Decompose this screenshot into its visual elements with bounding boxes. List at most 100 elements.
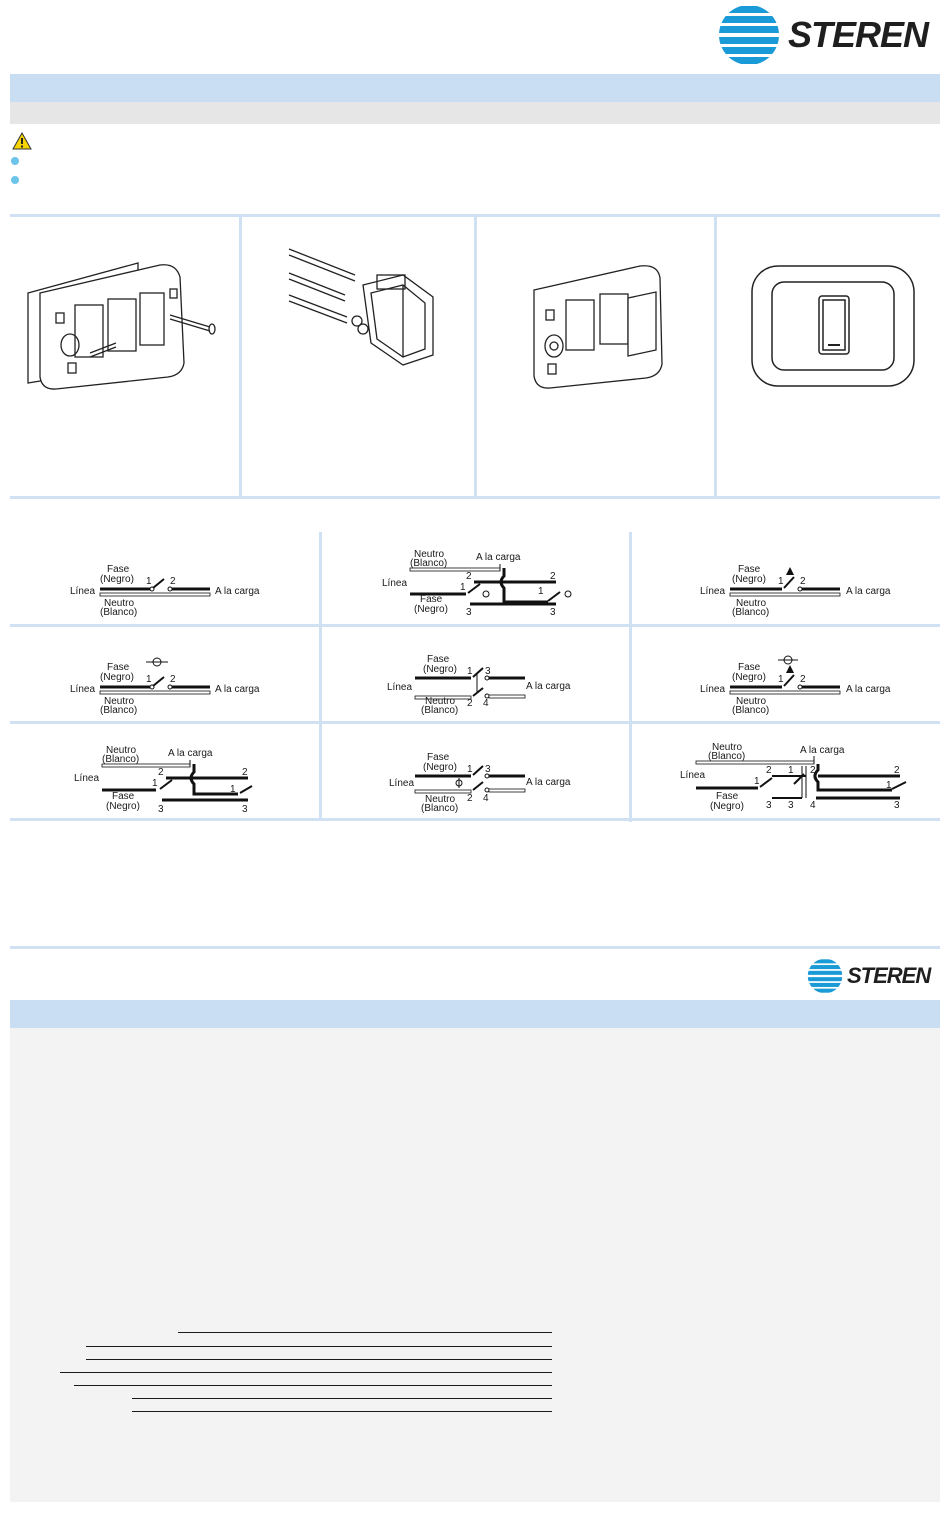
label-fase: Fase [420,594,443,605]
terminal-2: 2 [466,571,472,582]
label-linea: Línea [387,682,412,693]
terminal-1: 1 [467,666,473,677]
label-negro: (Negro) [423,664,457,675]
label-linea: Línea [700,586,725,597]
label-fase: Fase [107,662,130,673]
label-carga: A la carga [526,681,571,692]
label-fase: Fase [112,791,135,802]
label-neutro: Neutro [414,549,444,560]
terminal-2: 2 [242,767,248,778]
terminal-2: 2 [894,765,900,776]
label-carga: A la carga [846,684,891,695]
form-line-model[interactable] [86,1359,552,1360]
label-blanco: (Blanco) [708,751,745,762]
label-carga: A la carga [800,745,845,756]
terminal-3: 3 [158,804,164,815]
terminal-3: 3 [550,607,556,618]
label-negro: (Negro) [100,574,134,585]
form-line-serial[interactable] [60,1372,552,1373]
warning-triangle-icon [12,132,32,150]
terminal-2: 2 [467,793,473,804]
terminal-2: 2 [800,576,806,587]
terminal-1: 1 [146,674,152,685]
terminal-2: 2 [550,571,556,582]
switch-insertion-illustration [533,265,663,389]
terminal-1: 1 [754,776,760,787]
label-negro: (Negro) [423,762,457,773]
terminal-3: 3 [894,800,900,811]
three-way-variant-diagram: Neutro (Blanco) A la carga Línea 2 1 2 1… [74,745,253,815]
section-rule [10,496,940,499]
label-blanco: (Blanco) [732,607,769,618]
grid-rule [10,721,940,724]
single-pole-pilot-diagram: Fase (Negro) Línea 1 2 A la carga Neutro… [700,564,891,618]
switch-wiring-illustration [288,248,434,366]
form-line-buyer[interactable] [74,1385,552,1386]
page-rule [10,946,940,949]
label-negro: (Negro) [732,672,766,683]
double-pole-diagram: Fase (Negro) Línea 1 3 A la carga Neutro… [387,654,571,716]
terminal-1: 1 [146,576,152,587]
label-carga: A la carga [215,684,260,695]
label-blanco: (Blanco) [421,705,458,716]
brand-name: STEREN [847,963,931,988]
single-pole-lamp-pilot-diagram: Fase (Negro) Línea 1 2 A la carga Neutro… [700,655,891,716]
terminal-3: 3 [466,607,472,618]
terminal-3: 3 [485,764,491,775]
warranty-panel [10,1028,940,1502]
grid-divider [629,532,632,822]
single-pole-diagram: Fase (Negro) Línea 1 2 A la carga Neutro… [70,564,260,618]
label-carga: A la carga [526,777,571,788]
form-line-product[interactable] [178,1332,552,1333]
terminal-4: 4 [483,793,489,804]
terminal-3: 3 [788,800,794,811]
label-neutro: Neutro [425,696,455,707]
label-neutro: Neutro [736,696,766,707]
grid-rule [10,624,940,627]
terminal-3: 3 [766,800,772,811]
label-neutro: Neutro [736,598,766,609]
bullet-dot-icon [11,157,19,165]
label-linea: Línea [382,578,407,589]
terminal-1: 1 [788,765,794,776]
label-linea: Línea [700,684,725,695]
label-fase: Fase [738,564,761,575]
section-rule [10,214,940,217]
terminal-2: 2 [810,765,816,776]
brand-name: STEREN [788,14,929,55]
column-divider [474,217,477,497]
form-line-address[interactable] [132,1398,552,1399]
brand-logo: STEREN [716,4,929,66]
label-carga: A la carga [215,586,260,597]
terminal-3: 3 [242,804,248,815]
label-linea: Línea [74,773,99,784]
column-divider [239,217,242,497]
bullet-dot-icon [11,176,19,184]
label-fase: Fase [738,662,761,673]
label-negro: (Negro) [732,574,766,585]
form-line-brand[interactable] [86,1346,552,1347]
label-blanco: (Blanco) [102,754,139,765]
label-fase: Fase [427,654,450,665]
title-band [10,74,940,102]
label-linea: Línea [680,770,705,781]
terminal-1: 1 [230,784,236,795]
form-line-date[interactable] [132,1411,552,1412]
steren-logo-icon [807,959,843,993]
terminal-2: 2 [170,576,176,587]
label-blanco: (Blanco) [410,558,447,569]
terminal-2: 2 [800,674,806,685]
four-way-diagram: Neutro (Blanco) A la carga Línea 2 1 2 1… [680,742,907,812]
terminal-1: 1 [778,674,784,685]
label-neutro: Neutro [425,794,455,805]
label-fase: Fase [107,564,130,575]
label-blanco: (Blanco) [732,705,769,716]
label-negro: (Negro) [106,801,140,812]
label-fase: Fase [427,752,450,763]
terminal-2: 2 [170,674,176,685]
label-linea: Línea [389,778,414,789]
terminal-1: 1 [467,764,473,775]
terminal-1: 1 [538,586,544,597]
label-fase: Fase [716,791,739,802]
double-pole-lamp-diagram: Fase (Negro) Línea 1 3 A la carga Neutro… [389,752,571,814]
